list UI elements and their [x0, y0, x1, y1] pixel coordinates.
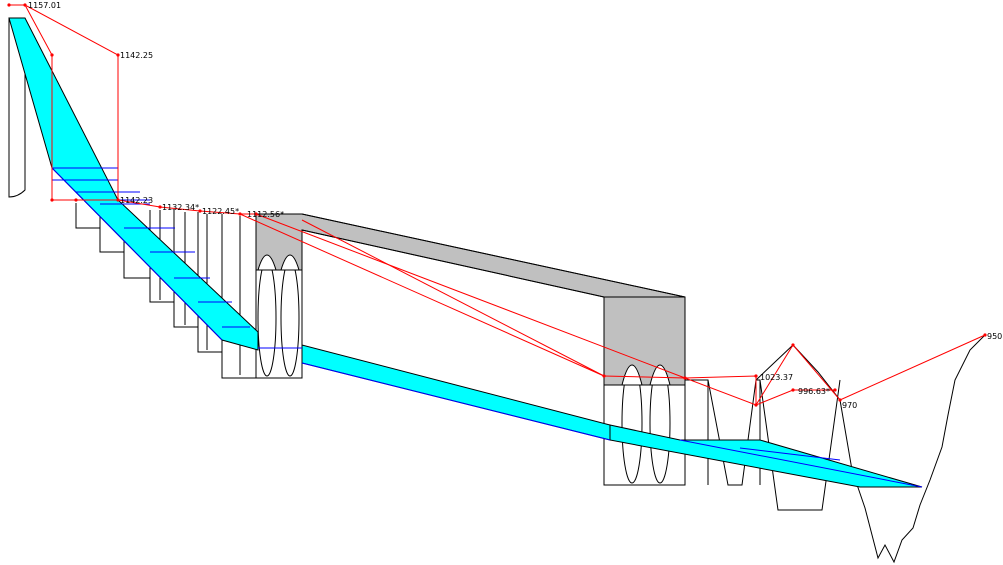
water-inclined-channel [301, 344, 611, 441]
label-950: 950 [987, 332, 1002, 341]
water-tower [8, 17, 259, 351]
label-996: 996.63* [798, 387, 830, 396]
energy-line [9, 4, 986, 407]
water-flow [8, 17, 923, 488]
energy-line-diagonal-1 [239, 213, 605, 377]
label-1142-top: 1142.25 [120, 51, 153, 60]
elevation-labels: 1157.01 1142.25 1142.23 1132.34* 1122.45… [28, 1, 1002, 410]
concrete-structures [255, 213, 686, 386]
node-markers [7, 3, 987, 407]
label-1142-low: 1142.23 [120, 196, 153, 205]
energy-line-steps [684, 377, 835, 406]
upper-shaft-1 [257, 259, 277, 377]
label-970: 970 [842, 401, 857, 410]
label-1132: 1132.34* [162, 203, 199, 212]
energy-line-diagonal-2 [255, 213, 686, 379]
upper-shaft-2 [280, 259, 300, 377]
intake-tower [8, 18, 26, 198]
channel-lines [51, 167, 923, 488]
chamber-dividers [256, 213, 686, 298]
upper-arches [257, 254, 300, 271]
stepped-drops [75, 203, 258, 379]
label-1112: 1112.56* [247, 210, 284, 219]
label-1157: 1157.01 [28, 1, 61, 10]
lower-arches [621, 364, 671, 386]
label-1023: 1023.37 [760, 373, 793, 382]
label-1122: 1122.45* [202, 207, 239, 216]
energy-line-diagonal-3 [301, 219, 605, 377]
